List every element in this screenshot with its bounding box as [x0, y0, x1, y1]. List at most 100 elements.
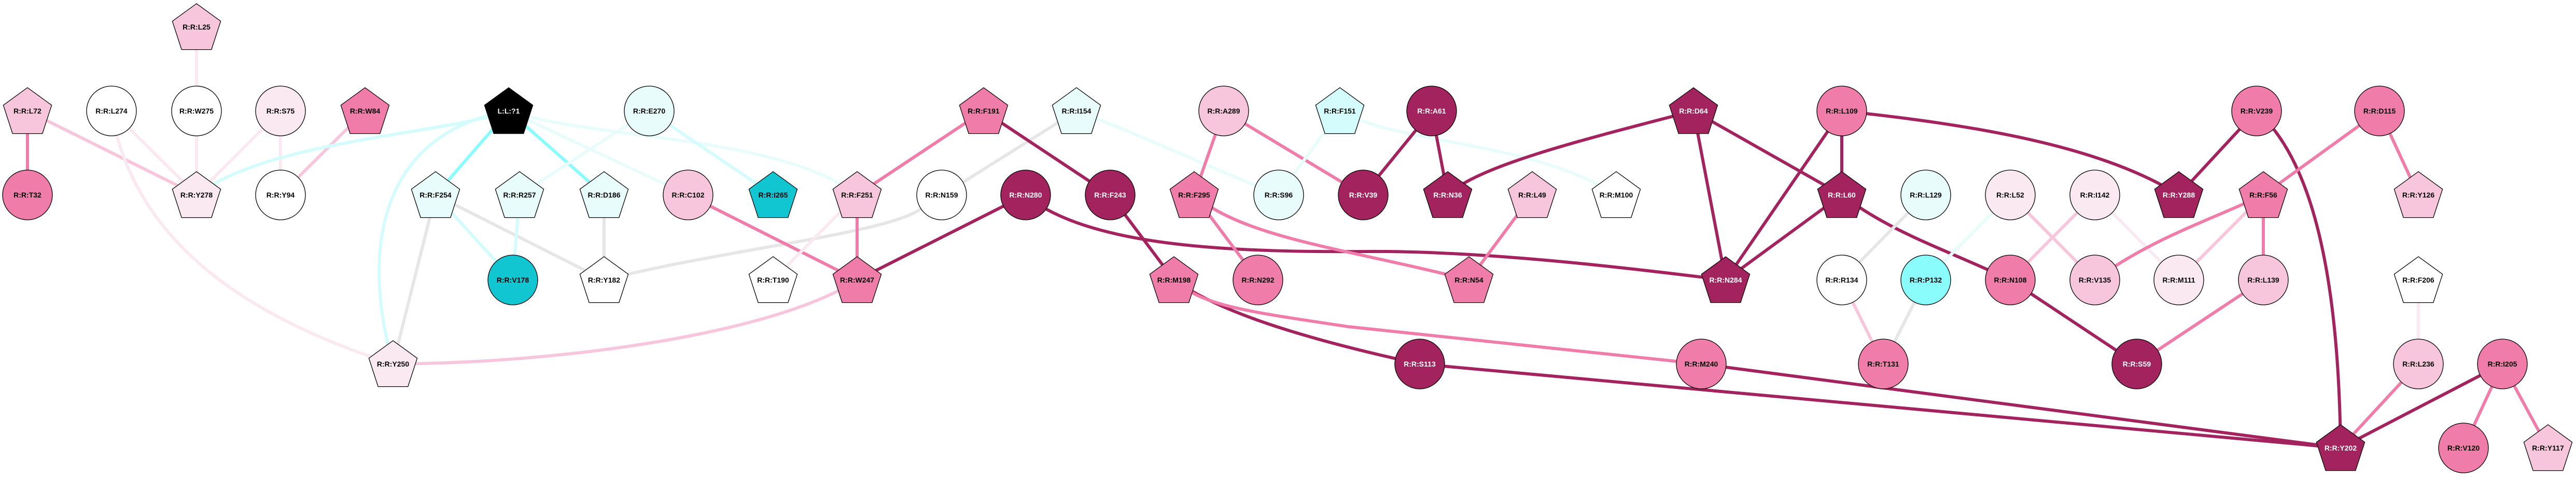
pentagon-node-shape [2154, 171, 2204, 218]
node-label: R:R:M198 [1157, 276, 1191, 284]
node-y288[interactable]: R:R:Y288 [2154, 171, 2204, 218]
node-n284[interactable]: R:R:N284 [1701, 256, 1751, 303]
node-v39[interactable]: R:R:V39 [1338, 170, 1389, 220]
node-label: R:R:L60 [1828, 191, 1856, 199]
node-l236[interactable]: R:R:L236 [2393, 339, 2444, 389]
node-d64[interactable]: R:R:D64 [1669, 87, 1718, 134]
node-label: R:R:V135 [2079, 276, 2111, 284]
node-l129[interactable]: R:R:L129 [1900, 170, 1951, 220]
node-l60[interactable]: R:R:L60 [1817, 171, 1867, 218]
edge-f254-y182 [435, 193, 605, 282]
pentagon-node-shape [1315, 87, 1365, 134]
pentagon-node-shape [340, 87, 390, 134]
pentagon-node-shape [2393, 256, 2443, 303]
node-d186[interactable]: R:R:D186 [579, 171, 629, 218]
node-s75[interactable]: R:R:S75 [255, 86, 306, 136]
node-label: R:R:N108 [1994, 276, 2026, 284]
node-d115[interactable]: R:R:D115 [2354, 86, 2405, 136]
edge-lig-f251 [508, 109, 858, 197]
node-l49[interactable]: R:R:L49 [1507, 171, 1557, 218]
node-n54[interactable]: R:R:N54 [1444, 256, 1494, 303]
node-f151[interactable]: R:R:F151 [1315, 87, 1365, 134]
circle-node-shape [2238, 255, 2289, 305]
node-f254[interactable]: R:R:F254 [411, 171, 460, 218]
node-label: R:R:M240 [1685, 360, 1718, 368]
node-y250[interactable]: R:R:Y250 [368, 340, 418, 387]
node-a61[interactable]: R:R:A61 [1406, 86, 1457, 136]
node-v239[interactable]: R:R:V239 [2231, 86, 2282, 136]
node-s113[interactable]: R:R:S113 [1394, 339, 1445, 389]
node-l52[interactable]: R:R:L52 [1985, 170, 2036, 220]
node-i154[interactable]: R:R:I154 [1052, 87, 1101, 134]
node-l274[interactable]: R:R:L274 [86, 86, 137, 136]
node-f295[interactable]: R:R:F295 [1169, 171, 1219, 218]
node-f56[interactable]: R:R:F56 [2238, 171, 2288, 218]
node-i142[interactable]: R:R:I142 [2069, 170, 2120, 220]
node-y202[interactable]: R:R:Y202 [2316, 424, 2365, 471]
node-f206[interactable]: R:R:F206 [2393, 256, 2443, 303]
pentagon-node-shape [832, 256, 882, 303]
edge-l274-y250 [110, 110, 394, 366]
node-p132[interactable]: R:R:P132 [1900, 255, 1951, 305]
node-label: R:R:N36 [1433, 191, 1462, 199]
node-label: R:R:I154 [1062, 107, 1091, 115]
node-label: R:R:I142 [2080, 191, 2110, 199]
node-f191[interactable]: R:R:F191 [959, 87, 1009, 134]
edge-n280-w247 [856, 193, 1027, 282]
node-w84[interactable]: R:R:W84 [340, 87, 390, 134]
node-e270[interactable]: R:R:E270 [624, 86, 675, 136]
node-y117[interactable]: R:R:Y117 [2523, 424, 2573, 471]
node-v120[interactable]: R:R:V120 [2438, 423, 2489, 473]
node-a289[interactable]: R:R:A289 [1198, 86, 1249, 136]
node-w275[interactable]: R:R:W275 [171, 86, 222, 136]
node-y278[interactable]: R:R:Y278 [172, 171, 221, 218]
node-t190[interactable]: R:R:T190 [748, 256, 798, 303]
node-l109[interactable]: R:R:L109 [1816, 86, 1867, 136]
node-i205[interactable]: R:R:I205 [2477, 339, 2528, 389]
node-t131[interactable]: R:R:T131 [1858, 339, 1909, 389]
circle-node-shape [1253, 170, 1304, 220]
node-n36[interactable]: R:R:N36 [1423, 171, 1473, 218]
node-r257[interactable]: R:R:R257 [495, 171, 544, 218]
circle-node-shape [1985, 170, 2036, 220]
node-r134[interactable]: R:R:R134 [1816, 255, 1867, 305]
node-label: R:R:R257 [503, 191, 536, 199]
node-y126[interactable]: R:R:Y126 [2393, 171, 2443, 218]
node-m198[interactable]: R:R:M198 [1149, 256, 1199, 303]
node-n159[interactable]: R:R:N159 [916, 170, 967, 220]
node-m240[interactable]: R:R:M240 [1676, 339, 1727, 389]
circle-node-shape [2069, 255, 2120, 305]
node-y94[interactable]: R:R:Y94 [255, 170, 306, 220]
node-label: R:R:L72 [13, 107, 41, 115]
node-v178[interactable]: R:R:V178 [487, 255, 538, 305]
pentagon-node-shape [748, 171, 798, 218]
node-label: R:R:Y202 [2325, 444, 2357, 452]
pentagon-node-shape [411, 171, 460, 218]
node-w247[interactable]: R:R:W247 [832, 256, 882, 303]
node-n108[interactable]: R:R:N108 [1985, 255, 2036, 305]
edge-m240-y202 [1701, 362, 2341, 450]
node-y182[interactable]: R:R:Y182 [579, 256, 629, 303]
node-label: R:R:V178 [497, 276, 529, 284]
node-n292[interactable]: R:R:N292 [1233, 255, 1283, 305]
node-m111[interactable]: R:R:M111 [2153, 255, 2204, 305]
node-s96[interactable]: R:R:S96 [1253, 170, 1304, 220]
node-f243[interactable]: R:R:F243 [1085, 170, 1136, 220]
node-t32[interactable]: R:R:T32 [2, 170, 53, 220]
pentagon-node-shape [1669, 87, 1718, 134]
node-m100[interactable]: R:R:M100 [1591, 171, 1641, 218]
node-lig[interactable]: L:L:?1 [484, 87, 534, 134]
node-label: L:L:?1 [498, 107, 520, 115]
node-s59[interactable]: R:R:S59 [2111, 339, 2162, 389]
node-v135[interactable]: R:R:V135 [2069, 255, 2120, 305]
pentagon-node-shape [2316, 424, 2365, 471]
node-l25[interactable]: R:R:L25 [172, 3, 221, 50]
node-f251[interactable]: R:R:F251 [832, 171, 882, 218]
node-l72[interactable]: R:R:L72 [3, 87, 52, 134]
node-n280[interactable]: R:R:N280 [1000, 170, 1051, 220]
node-l139[interactable]: R:R:L139 [2238, 255, 2289, 305]
circle-node-shape [2393, 339, 2444, 389]
node-c102[interactable]: R:R:C102 [663, 170, 713, 220]
node-i265[interactable]: R:R:I265 [748, 171, 798, 218]
